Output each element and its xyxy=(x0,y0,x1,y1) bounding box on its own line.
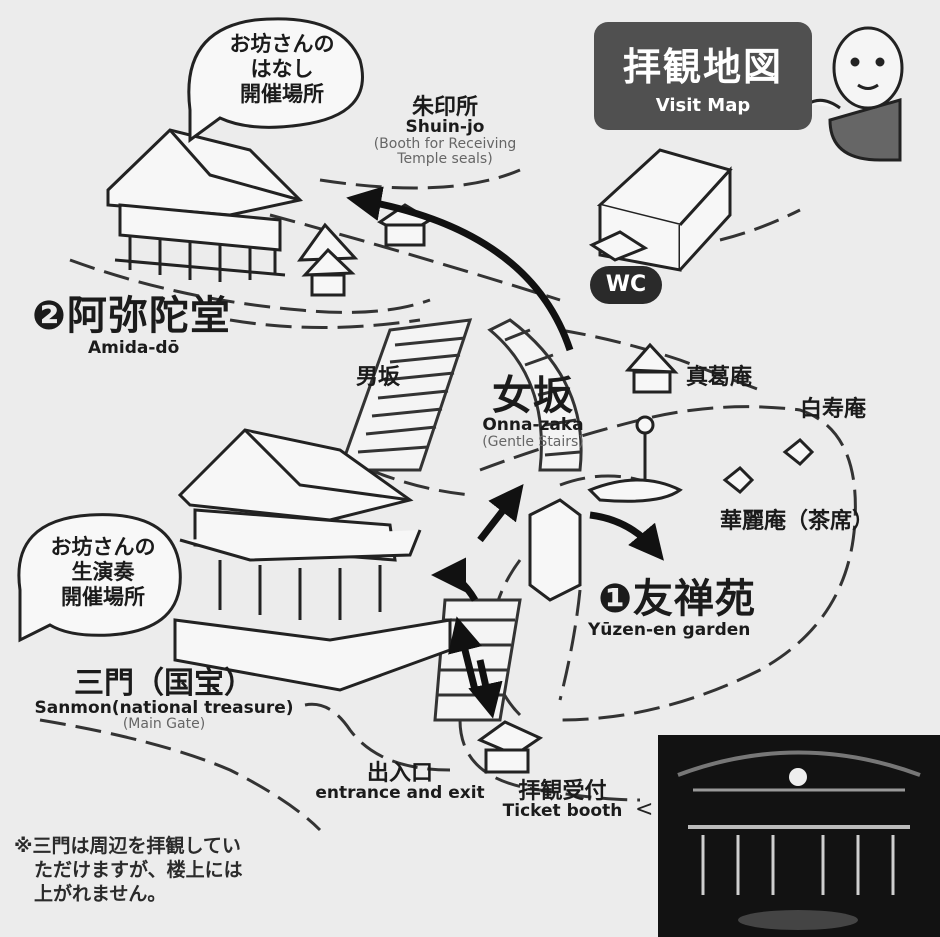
map-title-jp: 拝観地図 xyxy=(622,45,783,89)
amida-number: ❷ xyxy=(32,293,67,339)
sanmon-note: (Main Gate) xyxy=(122,716,206,733)
shuinjo-jp: 朱印所 xyxy=(411,95,478,120)
label-onnazaka: 女坂 Onna-zaka (Gentle Stairs) xyxy=(458,375,608,450)
onnazaka-jp: 女坂 xyxy=(492,373,574,419)
amida-do-building xyxy=(106,128,304,282)
bubble-outline-left xyxy=(17,513,182,643)
paths xyxy=(39,168,857,832)
wc-building xyxy=(588,148,733,272)
label-ticket: 拝観受付 Ticket booth xyxy=(495,780,630,821)
bubble-left-text: お坊さんの 生演奏 開催場所 xyxy=(33,535,173,611)
footnote: ※三門は周辺を拝観してい ただけますが、楼上には 上がれません。 xyxy=(14,835,243,906)
entrance-en: entrance and exit xyxy=(315,783,485,804)
yuzenen-jp: 友禅苑 xyxy=(632,576,756,622)
bubble-top-text: お坊さんの はなし 開催場所 xyxy=(212,32,352,108)
pagoda xyxy=(297,222,359,297)
bubble-top-line: はなし xyxy=(250,57,314,82)
sanmon-en: Sanmon(national treasure) xyxy=(34,697,294,718)
sanmon-jp: 三門（国宝） xyxy=(74,666,254,701)
label-hakujuan: 白寿庵 xyxy=(800,397,867,422)
ticket-jp: 拝観受付 xyxy=(518,779,607,804)
onnazaka-stairs xyxy=(487,318,583,472)
wc-badge: WC xyxy=(590,266,662,304)
footnote-line: ただけますが、楼上には xyxy=(34,858,243,881)
bubble-left-line: 生演奏 xyxy=(71,560,135,585)
label-otokozaka: 男坂 xyxy=(356,365,401,390)
photo-illustration xyxy=(677,750,921,930)
shuinjo-note: (Booth for Receiving Temple seals) xyxy=(373,135,517,167)
yuzenen-number: ❶ xyxy=(598,576,633,622)
yuzenen-en: Yūzen-en garden xyxy=(588,620,751,640)
shuinjo-en: Shuin-jo xyxy=(405,117,485,138)
label-yuzenen: ❶友禅苑 xyxy=(598,578,756,620)
photo-pointer: < xyxy=(635,797,654,822)
onnazaka-note: (Gentle Stairs) xyxy=(482,433,584,450)
map-title-box: 拝観地図 Visit Map xyxy=(594,22,812,130)
footnote-line: ※三門は周辺を拝観してい xyxy=(14,835,241,857)
label-amida: ❷阿弥陀堂 xyxy=(32,295,231,337)
entrance-jp: 出入口 xyxy=(366,761,433,786)
night-photo-sanmon xyxy=(658,735,940,937)
label-shuinjo: 朱印所 Shuin-jo (Booth for Receiving Temple… xyxy=(345,96,545,166)
bubble-left-line: 開催場所 xyxy=(61,585,145,610)
ticket-en: Ticket booth xyxy=(502,801,623,822)
bubble-left-line: お坊さんの xyxy=(50,535,156,559)
label-shinkatsuan: 真葛庵 xyxy=(686,365,753,390)
bubble-top-line: お坊さんの xyxy=(229,32,335,56)
otokozaka-stairs xyxy=(337,318,473,472)
label-entrance: 出入口 entrance and exit xyxy=(305,762,495,803)
route-arrows xyxy=(346,186,664,719)
label-karean: 華麗庵（茶席） xyxy=(720,509,875,534)
map-title-en: Visit Map xyxy=(655,95,751,116)
footnote-line: 上がれません。 xyxy=(34,882,167,905)
bubble-top-line: 開催場所 xyxy=(240,82,324,107)
bubble-outline-top xyxy=(187,17,364,143)
amida-jp: 阿弥陀堂 xyxy=(66,293,231,339)
ticket-booth xyxy=(476,720,544,774)
shinkatsuan-hut xyxy=(624,342,679,394)
yuzenen-garden xyxy=(528,415,815,602)
label-sanmon: 三門（国宝） Sanmon(national treasure) (Main G… xyxy=(24,668,304,732)
amida-en: Amida-dō xyxy=(88,338,180,358)
onnazaka-en: Onna-zaka xyxy=(482,415,584,435)
monk-illustration xyxy=(807,26,904,162)
